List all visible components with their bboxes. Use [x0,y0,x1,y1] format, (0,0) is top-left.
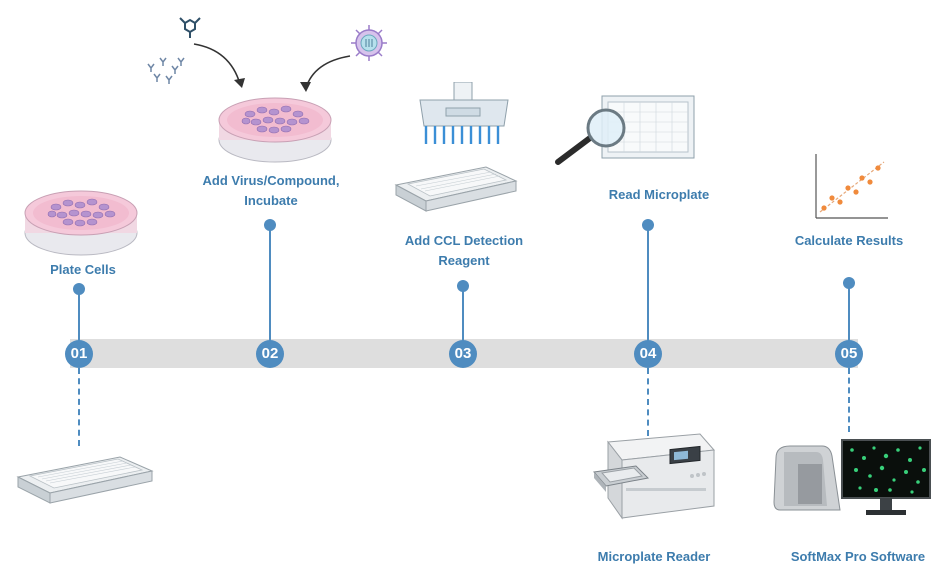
step-3-label-line-2: Reagent [438,253,490,268]
step-1-connector-line [78,291,80,341]
step-5-label: Calculate Results [794,233,904,248]
microplate-icon [394,166,518,212]
softmax-pro-software-label: SoftMax Pro Software [790,549,926,564]
infected-petri-dish-icon [218,97,332,163]
step-2-number-badge: 02 [256,340,284,368]
step-3-connector-dot [457,280,469,292]
virus-particle-icon [351,25,387,61]
step-5-number-badge: 05 [835,340,863,368]
microplate-icon [16,456,154,504]
step-4-label: Read Microplate [608,187,710,202]
scatter-plot-icon [815,154,888,219]
step-5-dashed-connector [848,368,850,432]
arrow-icon [300,55,351,92]
software-workstation-icon [773,439,931,515]
step-4-dashed-connector [647,368,649,436]
arrow-icon [193,43,245,88]
compound-molecule-icon [179,17,201,38]
step-2-connector-dot [264,219,276,231]
microplate-reader-icon [593,433,716,520]
step-1-dashed-connector [78,368,80,446]
step-2-connector-line [269,227,271,341]
multichannel-pipette-icon [419,82,509,144]
step-4-connector-dot [642,219,654,231]
step-4-number-badge: 04 [634,340,662,368]
step-2-label-line-2: Incubate [244,193,298,208]
step-5-connector-dot [843,277,855,289]
step-3-number-badge: 03 [449,340,477,368]
step-5-connector-line [848,285,850,341]
step-1-number-badge: 01 [65,340,93,368]
step-3-label-line-1: Add CCL Detection [404,233,524,248]
microplate-reader-label: Microplate Reader [597,549,711,564]
step-4-connector-line [647,227,649,341]
magnified-microplate-icon [555,95,695,165]
step-3-connector-line [462,288,464,341]
step-2-label-line-1: Add Virus/Compound, [202,173,340,188]
step-1-label: Plate Cells [50,262,116,277]
petri-dish-icon [24,190,138,256]
step-1-connector-dot [73,283,85,295]
antibody-cluster-icon [147,57,185,84]
